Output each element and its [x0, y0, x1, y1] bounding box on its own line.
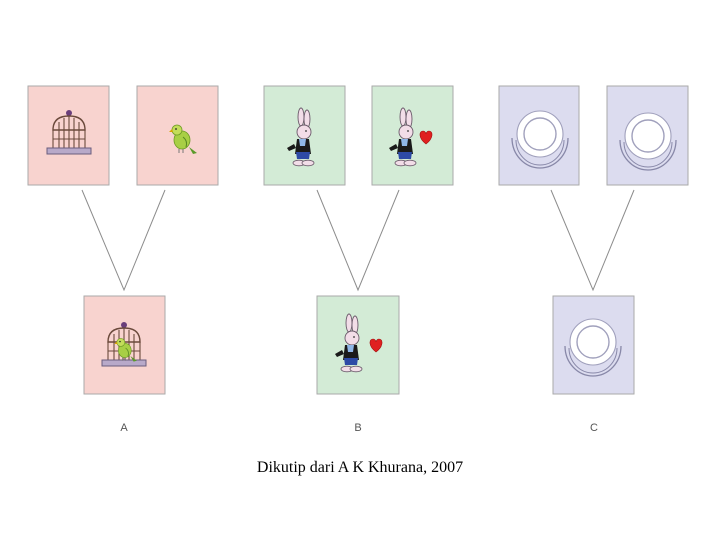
group-label-a: A — [120, 422, 128, 434]
panel-b-result — [317, 296, 399, 394]
group-c: C — [499, 86, 688, 434]
group-b: B — [264, 86, 453, 434]
group-label-c: C — [590, 422, 598, 434]
source-caption: Dikutip dari A K Khurana, 2007 — [0, 459, 720, 477]
group-label-b: B — [354, 422, 361, 434]
connector-c — [551, 190, 634, 290]
connector-a — [82, 190, 165, 290]
connector-b — [317, 190, 399, 290]
group-a: A — [28, 86, 218, 434]
